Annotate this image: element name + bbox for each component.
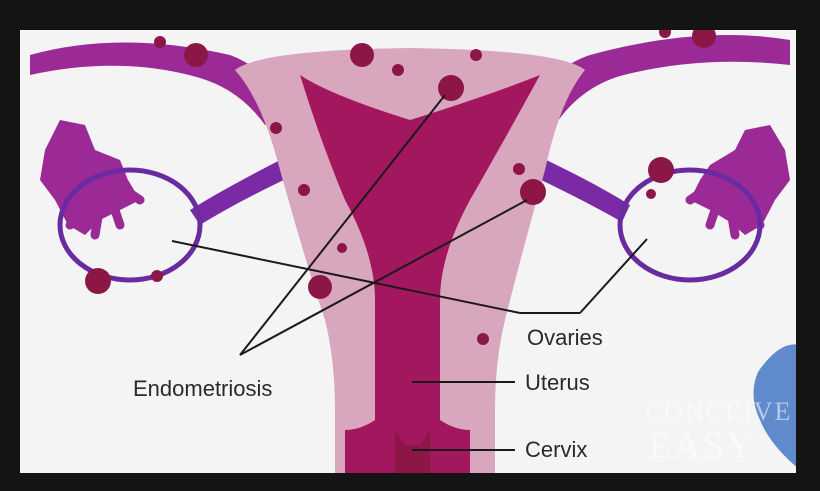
lesion xyxy=(513,163,525,175)
lesion xyxy=(692,24,716,48)
lesion xyxy=(298,184,310,196)
lesion xyxy=(648,157,674,183)
lesion xyxy=(477,333,489,345)
lesion xyxy=(270,122,282,134)
lesion xyxy=(154,36,166,48)
watermark-line1: CONCEIVE xyxy=(645,397,792,426)
lesion xyxy=(646,189,656,199)
endometriosis-label: Endometriosis xyxy=(133,376,272,401)
lesion xyxy=(438,75,464,101)
lesion xyxy=(470,49,482,61)
lesion xyxy=(184,43,208,67)
lesion xyxy=(659,26,671,38)
ovaries-label: Ovaries xyxy=(527,325,603,350)
lesion xyxy=(151,270,163,282)
lesion xyxy=(308,275,332,299)
cervix-label: Cervix xyxy=(525,437,587,462)
lesion xyxy=(337,243,347,253)
lesion xyxy=(85,268,111,294)
watermark-line2: EASY xyxy=(648,425,755,467)
lesion xyxy=(392,64,404,76)
lesion xyxy=(350,43,374,67)
uterus-label: Uterus xyxy=(525,370,590,395)
